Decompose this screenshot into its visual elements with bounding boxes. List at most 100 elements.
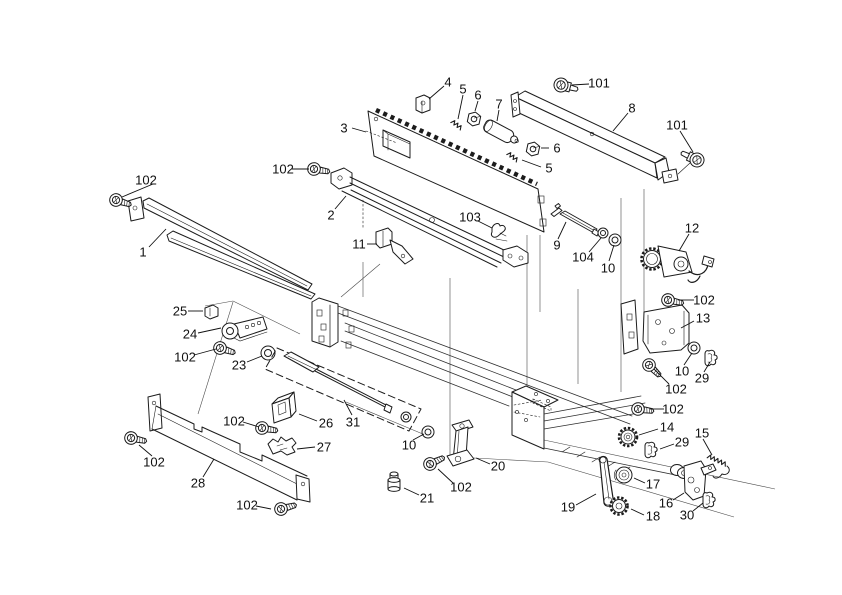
callout-leader-3	[351, 127, 367, 133]
part-5-spring	[450, 118, 464, 131]
callout-label-25: 25	[173, 304, 187, 319]
callout-label-2: 2	[327, 208, 334, 223]
part-6-nut	[525, 140, 541, 158]
callout-leader-29	[703, 361, 711, 373]
part-10-bushing	[421, 425, 435, 439]
callout-label-102: 102	[272, 162, 294, 177]
part-4-block	[415, 94, 431, 114]
part-103-clip	[491, 223, 508, 242]
callout-label-16: 16	[659, 496, 673, 511]
callout-leader-9	[557, 221, 567, 240]
callout-leader-102	[653, 368, 670, 385]
callout-label-6: 6	[474, 88, 481, 103]
part-7-roller	[483, 119, 519, 144]
callout-label-15: 15	[695, 426, 709, 441]
callout-leader-102	[193, 348, 217, 356]
callout-leader-101	[571, 83, 590, 86]
callout-leader-21	[403, 487, 420, 496]
callout-label-26: 26	[319, 416, 333, 431]
callout-label-101: 101	[666, 118, 688, 133]
callout-label-29: 29	[675, 435, 689, 450]
callout-leader-103	[477, 220, 493, 229]
callout-leader-5	[457, 94, 464, 120]
callout-label-102: 102	[665, 382, 687, 397]
part-17-pulley	[614, 466, 633, 484]
callout-label-104: 104	[572, 250, 594, 265]
part-12-motor	[640, 245, 715, 283]
part-2-rail	[330, 167, 529, 268]
callout-label-102: 102	[450, 480, 472, 495]
callout-leader-27	[296, 446, 316, 450]
part-1-rail	[127, 196, 316, 300]
callout-leader-101	[679, 130, 694, 153]
part-30-clip	[702, 491, 716, 509]
part-26-block	[271, 391, 297, 424]
callout-leader-102	[121, 183, 154, 198]
callout-label-5: 5	[459, 82, 466, 97]
part-29-clip	[704, 349, 718, 367]
part-6-nut	[466, 110, 482, 128]
callout-leader-17	[633, 477, 646, 484]
callout-leader-2	[334, 195, 347, 210]
callout-leader-10	[683, 352, 693, 366]
screw-101	[677, 145, 707, 170]
callout-label-13: 13	[696, 311, 710, 326]
callout-leader-19	[575, 493, 597, 506]
callout-label-27: 27	[317, 440, 331, 455]
part-29-clip	[644, 441, 658, 459]
callout-label-102: 102	[135, 173, 157, 188]
callout-leader-104	[588, 237, 602, 253]
part-3-plate	[365, 107, 547, 233]
callout-label-4: 4	[444, 75, 451, 90]
frame-gearbox	[511, 385, 559, 450]
part-11-bracket	[375, 227, 414, 265]
callout-label-8: 8	[628, 101, 635, 116]
callout-label-10: 10	[675, 364, 689, 379]
callout-leader-20	[475, 457, 491, 465]
part-24-bracket	[221, 316, 268, 342]
callout-leader-14	[638, 428, 659, 436]
callout-label-101: 101	[588, 76, 610, 91]
callout-leader-4	[428, 85, 445, 100]
callout-label-6: 6	[553, 141, 560, 156]
callout-label-11: 11	[352, 237, 366, 252]
callout-leader-26	[298, 413, 318, 422]
part-14-gear	[617, 426, 639, 448]
callout-leader-10	[608, 244, 615, 262]
callout-leader-1	[148, 228, 167, 248]
callout-label-1: 1	[139, 245, 146, 260]
callout-leader-23	[246, 355, 263, 363]
callout-leader-18	[630, 508, 645, 516]
callout-leader-102	[255, 505, 272, 510]
part-16-bracket	[670, 460, 717, 501]
callout-label-9: 9	[553, 238, 560, 253]
callout-leader-15	[702, 438, 713, 456]
callout-label-31: 31	[346, 415, 360, 430]
callout-leader-8	[612, 112, 629, 132]
part-15-spring	[706, 454, 730, 479]
callout-leader-28	[202, 458, 215, 478]
callout-leader-5	[521, 159, 542, 168]
chassis-frame	[311, 297, 701, 481]
part-31-shaft	[264, 347, 422, 432]
callout-leader-13	[680, 320, 695, 329]
callout-leader-6	[474, 100, 479, 112]
callout-leader-102	[242, 421, 260, 428]
callout-label-102: 102	[662, 402, 684, 417]
callout-label-3: 3	[340, 121, 347, 136]
callout-leader-10	[412, 433, 425, 441]
part-23-bushing	[260, 345, 276, 361]
callout-label-24: 24	[183, 327, 197, 342]
callout-leader-7	[496, 109, 500, 122]
part-27-clip	[267, 436, 297, 456]
callout-label-102: 102	[223, 414, 245, 429]
callout-label-20: 20	[491, 459, 505, 474]
part-21-stud	[387, 471, 401, 492]
callout-label-19: 19	[561, 500, 575, 515]
callout-leader-29	[659, 443, 675, 450]
callout-leader-102	[437, 468, 454, 484]
callout-label-10: 10	[601, 261, 615, 276]
part-10-bushing	[687, 341, 701, 355]
